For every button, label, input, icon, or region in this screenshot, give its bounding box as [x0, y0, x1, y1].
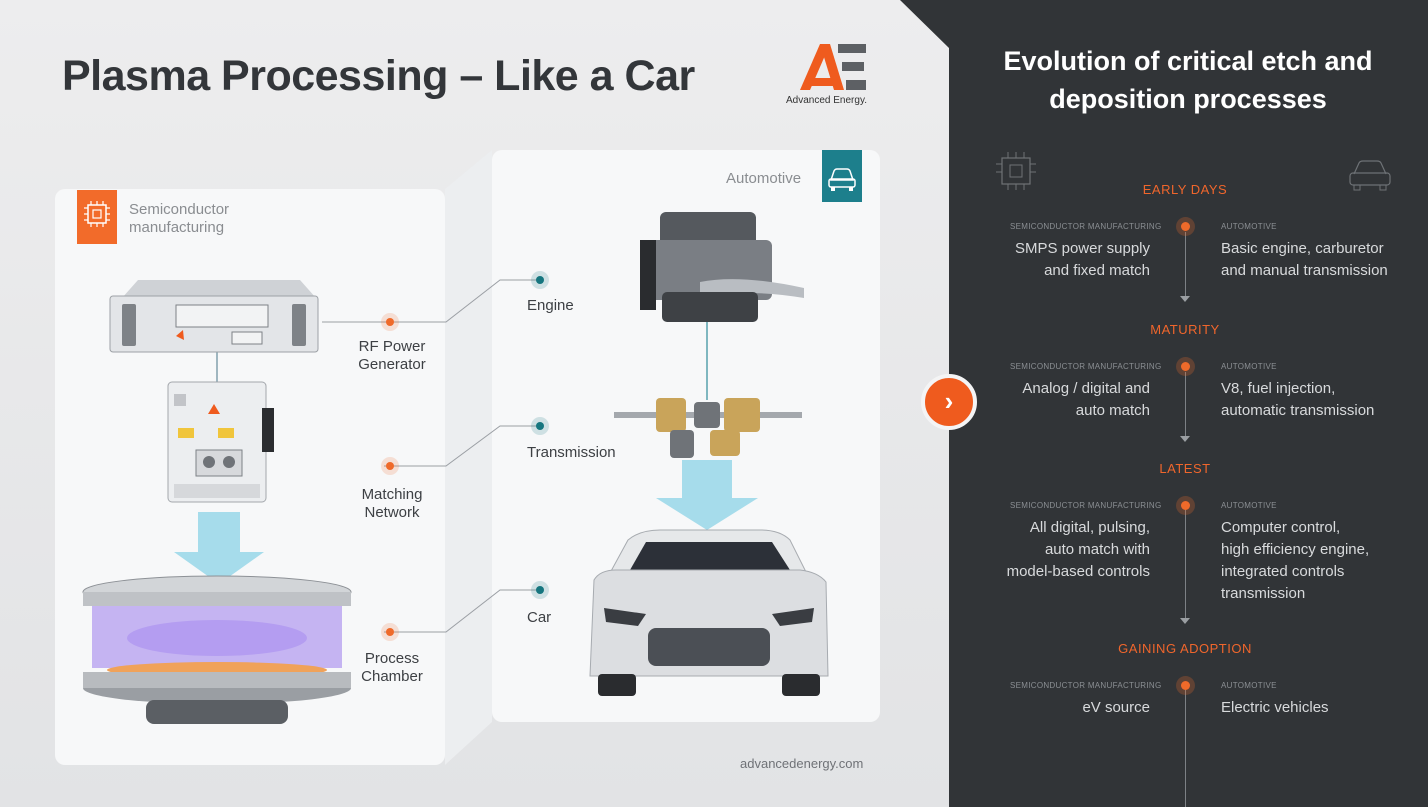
car-dot [536, 586, 544, 594]
auto-column-label: AUTOMOTIVE [1221, 362, 1277, 371]
timeline-arrow [1180, 618, 1190, 624]
matching-network-image [167, 381, 274, 503]
semi-column-label: SEMICONDUCTOR MANUFACTURING [1010, 681, 1162, 690]
timeline-dot [1181, 681, 1190, 690]
process-chamber-image [82, 575, 352, 724]
engine-label: Engine [527, 297, 574, 314]
advanced-energy-logo [800, 44, 866, 90]
logo-wordmark: Advanced Energy. [786, 95, 867, 106]
engine-image [640, 212, 804, 322]
stage-gaining-adoption-auto: Electric vehicles [1221, 699, 1329, 716]
rf-power-generator-label: RF Power Generator [358, 338, 426, 373]
chip-outline-icon [996, 152, 1036, 190]
car-label: Car [527, 609, 552, 626]
transmission-dot [536, 422, 544, 430]
stage-early-days: EARLY DAYS [1142, 182, 1228, 197]
rf-power-dot [386, 318, 394, 326]
timeline-line [1185, 690, 1186, 807]
timeline-dot [1181, 362, 1190, 371]
car-outline-icon [1349, 160, 1391, 191]
stage-latest: LATEST [1159, 461, 1211, 476]
automotive-label: Automotive [726, 170, 802, 187]
car-icon [822, 150, 862, 202]
car-image [589, 529, 829, 696]
timeline-line [1185, 372, 1186, 436]
timeline-dot [1181, 222, 1190, 231]
stage-gaining-adoption-semi: eV source [1082, 699, 1150, 716]
transmission-image [614, 398, 802, 458]
transmission-label: Transmission [527, 444, 616, 461]
evolution-title: Evolution of critical etch and depositio… [1003, 46, 1373, 114]
stage-latest-auto: Computer control,high efficiency engine,… [1221, 519, 1370, 602]
timeline-dot [1181, 501, 1190, 510]
timeline-arrow [1180, 436, 1190, 442]
stage-gaining-adoption: GAINING ADOPTION [1118, 641, 1252, 656]
chip-icon [77, 190, 117, 244]
page-title: Plasma Processing – Like a Car [62, 52, 695, 100]
matching-network-dot [386, 462, 394, 470]
timeline-line [1185, 232, 1186, 296]
rf-generator-image [109, 280, 319, 353]
semiconductor-label: Semiconductor manufacturing [129, 201, 230, 236]
semi-column-label: SEMICONDUCTOR MANUFACTURING [1010, 501, 1162, 510]
next-arrow-button[interactable]: › [921, 374, 977, 430]
website-url: advancedenergy.com [740, 756, 864, 771]
stage-maturity-auto: V8, fuel injection,automatic transmissio… [1221, 380, 1375, 419]
matching-network-label: Matching Network [361, 486, 423, 521]
process-chamber-label: Process Chamber [361, 650, 423, 685]
engine-dot [536, 276, 544, 284]
semi-column-label: SEMICONDUCTOR MANUFACTURING [1010, 222, 1162, 231]
process-chamber-dot [386, 628, 394, 636]
timeline-line [1185, 510, 1186, 618]
stage-maturity: MATURITY [1150, 322, 1220, 337]
auto-column-label: AUTOMOTIVE [1221, 501, 1277, 510]
timeline-arrow [1180, 296, 1190, 302]
semi-column-label: SEMICONDUCTOR MANUFACTURING [1010, 362, 1162, 371]
auto-column-label: AUTOMOTIVE [1221, 681, 1277, 690]
auto-column-label: AUTOMOTIVE [1221, 222, 1277, 231]
